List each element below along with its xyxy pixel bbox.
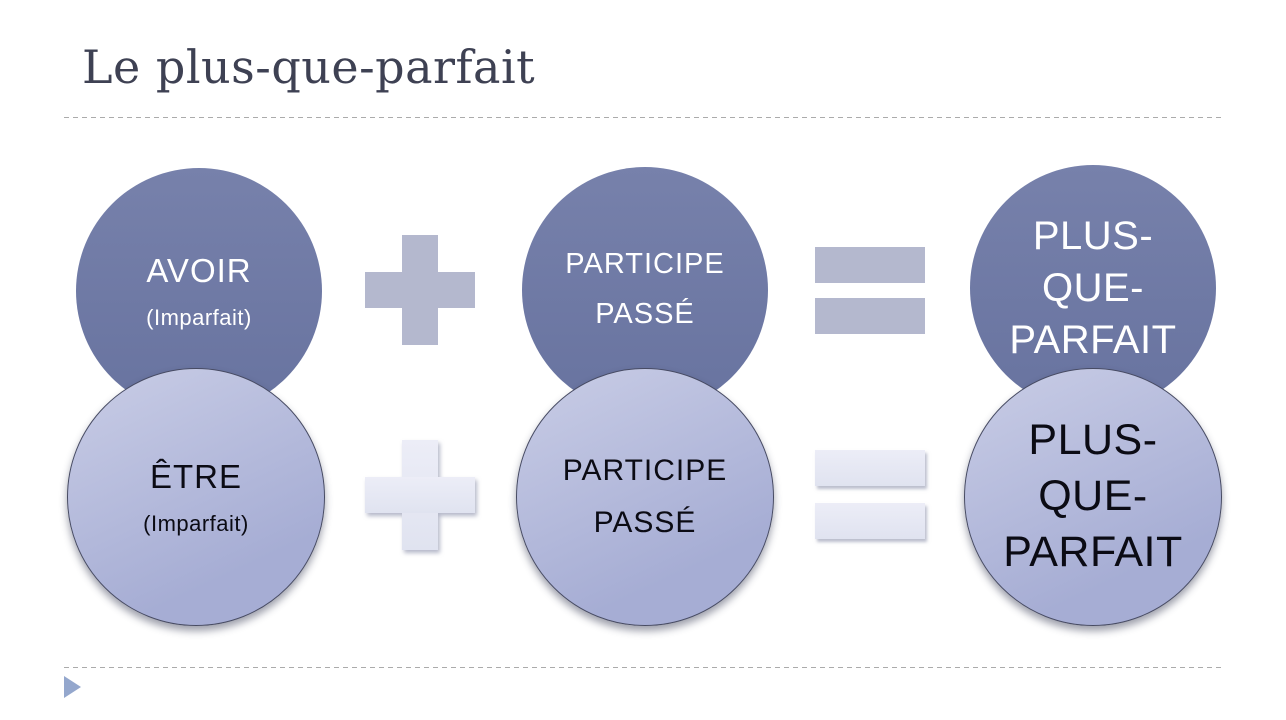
- plus-que-parfait-text: PLUS- QUE- PARFAIT: [1003, 413, 1183, 581]
- participe-line: PARTICIPE: [562, 454, 728, 488]
- equals-icon-top-bar: [815, 247, 925, 283]
- circle-participe-passe-etre: PARTICIPE PASSÉ: [516, 368, 774, 626]
- passe-line: PASSÉ: [593, 506, 697, 539]
- circle-plus-que-parfait-etre: PLUS- QUE- PARFAIT: [964, 368, 1222, 626]
- plus-icon: [365, 235, 475, 345]
- equals-icon-bottom-bar: [815, 298, 925, 334]
- plus-line: PLUS-: [1032, 214, 1154, 258]
- title-divider-dashed-line: [64, 117, 1222, 118]
- que-line: QUE-: [1038, 472, 1148, 521]
- avoir-sublabel: (Imparfait): [146, 304, 252, 330]
- plus-line: PLUS-: [1028, 416, 1158, 465]
- participe-passe-text: PARTICIPE PASSÉ: [563, 445, 728, 548]
- etre-label: ÊTRE: [149, 457, 242, 495]
- plus-icon-horizontal-bar: [365, 272, 475, 308]
- participe-passe-text: PARTICIPE PASSÉ: [565, 240, 724, 340]
- plus-icon-horizontal-bar: [365, 477, 475, 513]
- plus-icon-light: [365, 440, 475, 550]
- parfait-line: PARFAIT: [1003, 527, 1183, 576]
- parfait-line: PARFAIT: [1009, 318, 1177, 362]
- etre-sublabel: (Imparfait): [143, 510, 249, 536]
- que-line: QUE-: [1041, 266, 1144, 310]
- plus-que-parfait-text: PLUS- QUE- PARFAIT: [1009, 210, 1176, 366]
- circle-etre: ÊTRE (Imparfait): [67, 368, 325, 626]
- avoir-label: AVOIR: [146, 251, 252, 289]
- passe-line: PASSÉ: [595, 298, 695, 330]
- slide-title: Le plus-que-parfait: [82, 40, 536, 94]
- equals-icon-bottom-bar-light: [815, 503, 925, 539]
- participe-line: PARTICIPE: [565, 248, 725, 281]
- play-triangle-icon: [64, 676, 81, 698]
- footer-divider-dashed-line: [64, 667, 1222, 668]
- equals-icon-top-bar-light: [815, 450, 925, 486]
